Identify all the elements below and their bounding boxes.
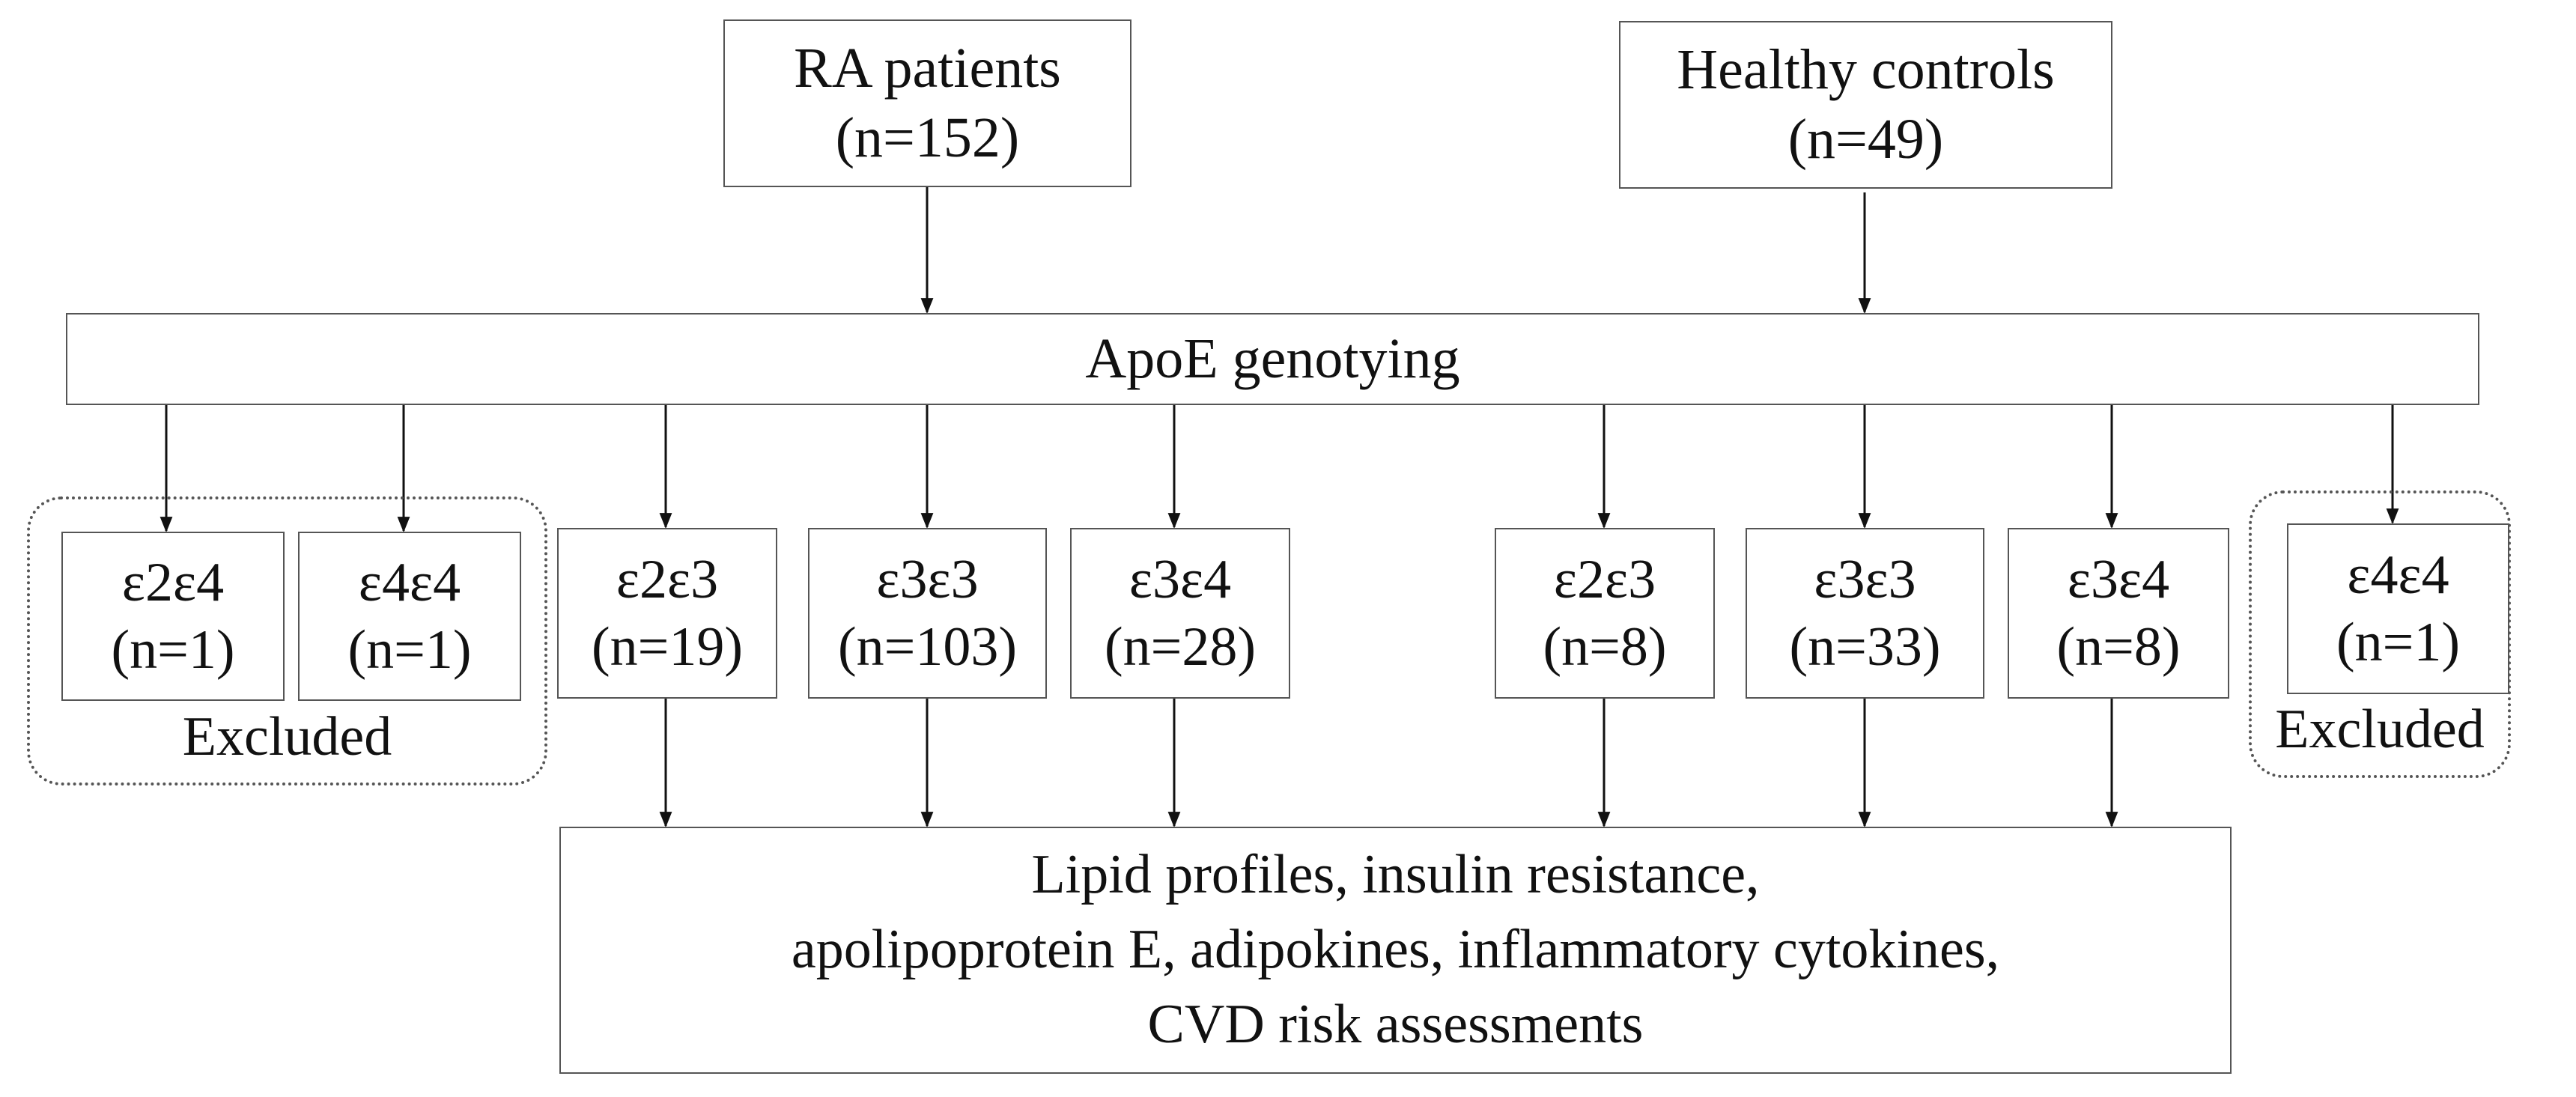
ra-genotype-e3e3-box: ε3ε3 (n=103): [808, 528, 1047, 699]
hc-genotype-e3e3-box: ε3ε3 (n=33): [1746, 528, 1984, 699]
ra-patients-title: RA patients: [794, 37, 1061, 100]
healthy-controls-box: Healthy controls (n=49): [1619, 21, 2112, 189]
genotype-label: ε2ε4: [121, 551, 225, 613]
ra-patients-count: (n=152): [835, 106, 1020, 169]
genotype-count: (n=8): [2056, 616, 2181, 678]
hc-genotype-e2e3-box: ε2ε3 (n=8): [1495, 528, 1715, 699]
genotype-count: (n=28): [1104, 616, 1257, 678]
genotype-label: ε2ε3: [1553, 548, 1656, 610]
genotype-label: ε3ε3: [1814, 548, 1916, 610]
genotype-label: ε4ε4: [2347, 544, 2449, 606]
genotype-count: (n=103): [837, 616, 1018, 678]
outcomes-box: Lipid profiles, insulin resistance, apol…: [559, 827, 2232, 1074]
genotype-count: (n=33): [1789, 616, 1941, 678]
genotype-count: (n=19): [591, 616, 744, 678]
genotype-count: (n=8): [1543, 616, 1667, 678]
genotype-count: (n=1): [111, 619, 235, 681]
genotyping-box: ApoE genotying: [66, 313, 2479, 405]
genotype-label: ε4ε4: [358, 551, 461, 613]
genotype-label: ε3ε4: [1128, 548, 1232, 610]
hc-genotype-e4e4-box: ε4ε4 (n=1): [2287, 523, 2509, 694]
genotyping-label: ApoE genotying: [1085, 327, 1460, 391]
ra-excluded-label: Excluded: [182, 706, 392, 768]
ra-genotype-e3e4-box: ε3ε4 (n=28): [1070, 528, 1290, 699]
genotype-label: ε3ε3: [876, 548, 979, 610]
outcomes-line: apolipoprotein E, adipokines, inflammato…: [791, 919, 2000, 981]
genotype-count: (n=1): [347, 619, 472, 681]
ra-patients-box: RA patients (n=152): [723, 19, 1131, 187]
genotype-label: ε3ε4: [2067, 548, 2170, 610]
ra-excluded-group: [27, 496, 547, 785]
hc-excluded-group: [2249, 490, 2511, 778]
hc-genotype-e3e4-box: ε3ε4 (n=8): [2008, 528, 2229, 699]
hc-excluded-label: Excluded: [2275, 699, 2485, 760]
genotype-count: (n=1): [2336, 612, 2461, 673]
healthy-controls-count: (n=49): [1787, 108, 1944, 171]
healthy-controls-title: Healthy controls: [1677, 38, 2055, 102]
ra-genotype-e2e3-box: ε2ε3 (n=19): [557, 528, 777, 699]
ra-genotype-e2e4-box: ε2ε4 (n=1): [61, 532, 285, 701]
genotype-label: ε2ε3: [616, 548, 719, 610]
ra-genotype-e4e4-box: ε4ε4 (n=1): [298, 532, 521, 701]
outcomes-line: CVD risk assessments: [1147, 993, 1644, 1055]
outcomes-line: Lipid profiles, insulin resistance,: [1031, 844, 1760, 906]
